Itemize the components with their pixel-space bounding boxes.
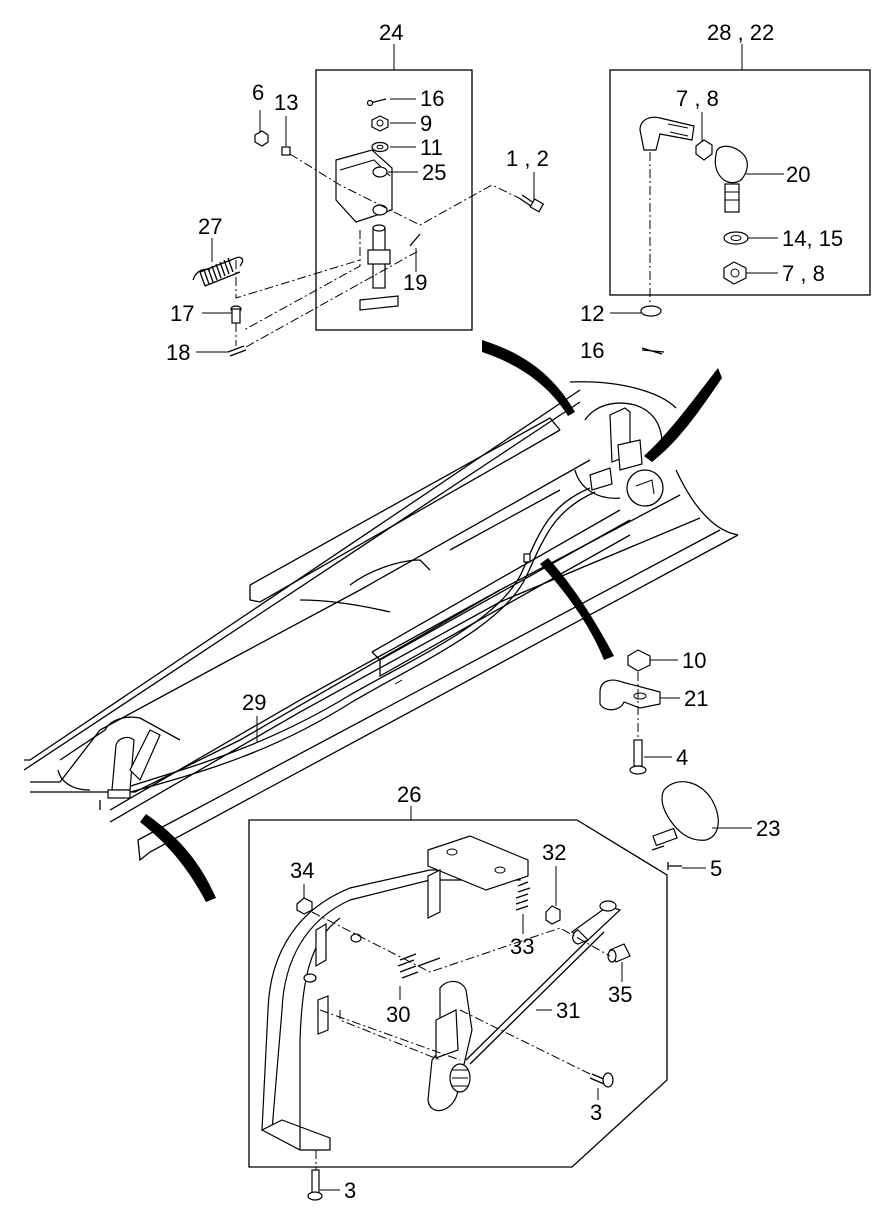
callout-3-bottom: 3 [344, 1178, 356, 1203]
pivot-rod-icon [359, 224, 399, 311]
callout-7-8-bottom: 7 , 8 [782, 261, 825, 286]
callout-26: 26 [397, 782, 421, 807]
callout-25: 25 [422, 160, 446, 185]
callout-32: 32 [542, 840, 566, 865]
clevis-icon [570, 900, 622, 945]
pin-icon [607, 943, 631, 963]
callout-29: 29 [242, 690, 266, 715]
box-26 [248, 819, 668, 1168]
chassis-frame [23, 381, 739, 862]
callout-10: 10 [682, 648, 706, 673]
callout-19: 19 [403, 270, 427, 295]
detail-circle [574, 402, 664, 507]
bracket-icon [335, 149, 393, 223]
pointer-arrow [540, 558, 614, 660]
brake-knob-icon [651, 781, 719, 851]
clamp-icon [599, 679, 661, 711]
callout-23: 23 [756, 816, 780, 841]
rod-31 [465, 927, 601, 1061]
bolt-icon [629, 739, 647, 775]
nut-icon [723, 261, 747, 285]
brake-cable [117, 487, 591, 791]
pointer-arrow [644, 368, 722, 462]
bolt-icon [589, 1072, 614, 1088]
washer-icon [723, 231, 749, 245]
callout-3-inner: 3 [590, 1100, 602, 1125]
screw-icon [667, 862, 682, 870]
callout-6: 6 [252, 80, 264, 105]
callout-1-2: 1 , 2 [506, 146, 549, 171]
washer-icon [371, 141, 389, 153]
callout-28-22: 28 , 22 [707, 20, 774, 45]
lever-bracket [107, 729, 161, 799]
callout-34: 34 [290, 858, 314, 883]
callout-24: 24 [379, 20, 403, 45]
washer-icon [640, 305, 662, 317]
ball-joint-icon [714, 145, 748, 213]
nut-icon [627, 649, 651, 672]
callout-11: 11 [420, 135, 443, 160]
box-28-22 [609, 69, 871, 296]
callout-27: 27 [198, 214, 222, 239]
callout-16-lower: 16 [580, 338, 604, 363]
split-pin-icon [366, 98, 387, 107]
split-pin-icon [641, 347, 665, 355]
nut-icon [545, 905, 561, 925]
callout-4: 4 [676, 745, 688, 770]
pin-icon [281, 146, 291, 156]
callout-21: 21 [684, 686, 708, 711]
callout-16: 16 [420, 86, 444, 111]
pointer-arrow [140, 814, 216, 902]
callout-14-15: 14, 15 [782, 226, 843, 251]
callout-30: 30 [386, 1002, 410, 1027]
spring-icon [515, 881, 531, 911]
cable-end-icon [639, 116, 695, 151]
clevis-pin-icon [230, 305, 242, 324]
callout-13: 13 [274, 90, 298, 115]
callout-18: 18 [166, 340, 190, 365]
callout-17: 17 [170, 301, 194, 326]
callout-5: 5 [710, 856, 722, 881]
bolt-icon [518, 194, 545, 213]
lever-assembly [260, 835, 529, 1151]
callout-31: 31 [556, 998, 580, 1023]
callout-35: 35 [608, 982, 632, 1007]
nut-icon [296, 897, 313, 915]
bolt-icon [307, 1169, 323, 1201]
spring-icon [192, 256, 244, 287]
callout-9: 9 [420, 111, 432, 136]
callout-20: 20 [786, 162, 810, 187]
nut-icon [254, 130, 269, 147]
pointer-arrow [482, 340, 575, 416]
callout-33: 33 [510, 934, 534, 959]
spring-icon [397, 953, 441, 979]
nut-icon [371, 115, 389, 132]
cotter-pin-icon [227, 345, 247, 357]
callout-12: 12 [580, 301, 604, 326]
callout-7-8-top: 7 , 8 [676, 86, 719, 111]
